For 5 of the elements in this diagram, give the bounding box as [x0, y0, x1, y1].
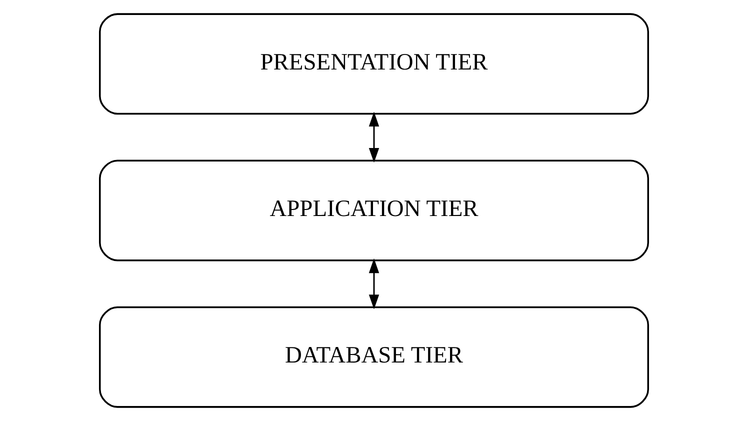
node-box: DATABASE TIER — [98, 306, 649, 408]
arrow — [368, 258, 379, 310]
node-box: APPLICATION TIER — [98, 160, 649, 262]
arrow — [368, 112, 379, 163]
node-box: PRESENTATION TIER — [98, 13, 649, 115]
